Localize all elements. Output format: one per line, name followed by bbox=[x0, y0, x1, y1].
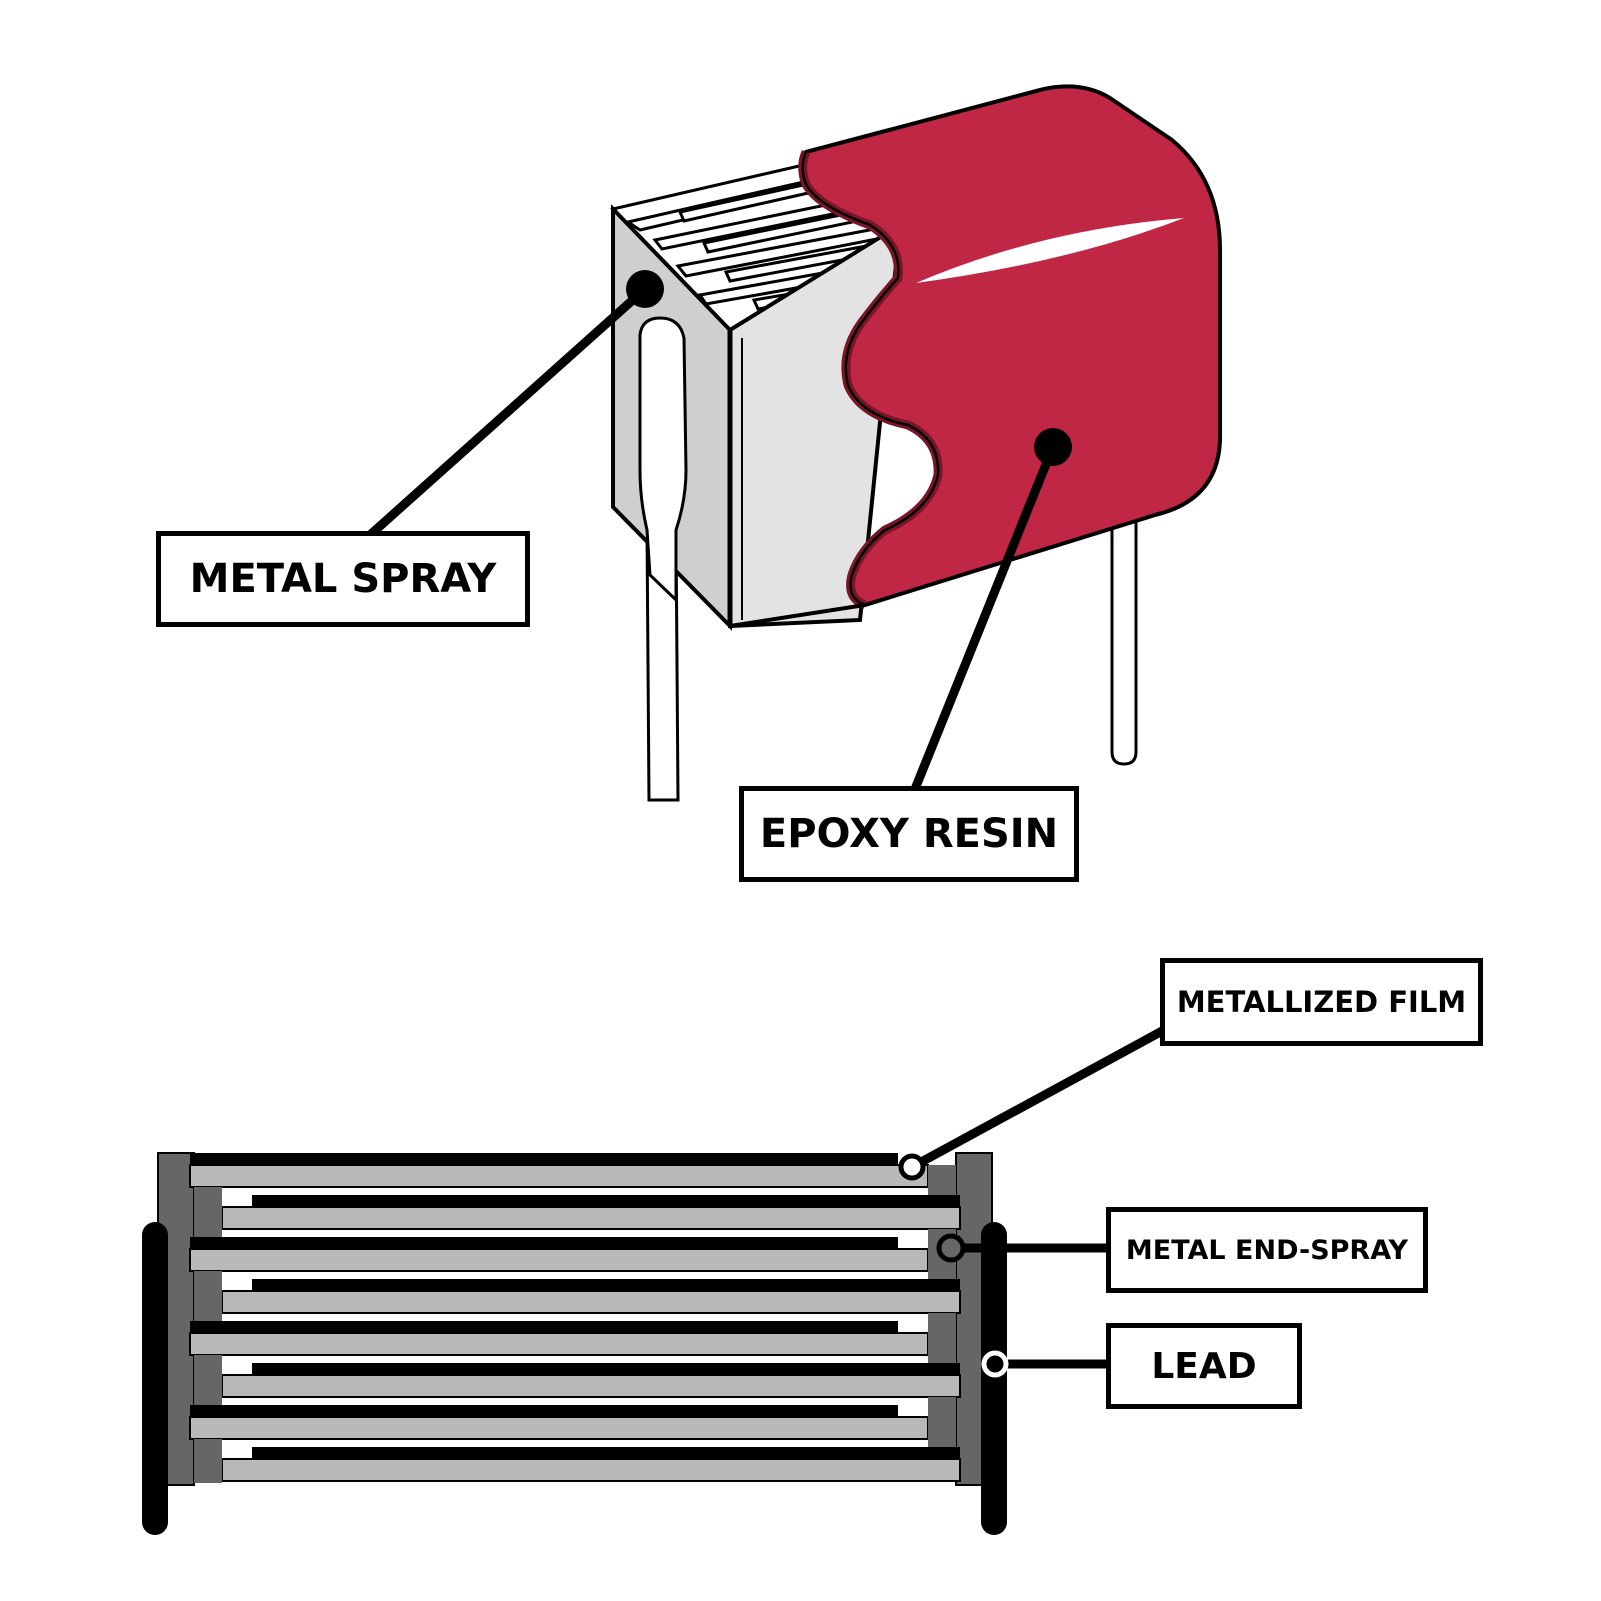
epoxy-cut-outline bbox=[801, 151, 940, 607]
epoxy-resin-label: EPOXY RESIN bbox=[739, 786, 1079, 882]
block-bottom-edge bbox=[729, 603, 866, 628]
metal-spray-label-text: METAL SPRAY bbox=[189, 556, 497, 602]
metal-spray-leader-dot bbox=[626, 270, 664, 308]
metal-spray-leader-line bbox=[366, 285, 649, 539]
right-lead bbox=[1110, 520, 1138, 766]
metal-end-spray-leader-dot bbox=[936, 1233, 966, 1263]
lead-label: LEAD bbox=[1106, 1323, 1302, 1409]
lead-label-text: LEAD bbox=[1151, 1345, 1257, 1387]
metal-end-spray-label: METAL END-SPRAY bbox=[1106, 1207, 1428, 1293]
metal-end-spray-label-text: METAL END-SPRAY bbox=[1125, 1234, 1409, 1266]
left-film-group bbox=[189, 1153, 929, 1440]
top-leaders bbox=[366, 270, 1072, 791]
right-film-group bbox=[221, 1195, 961, 1482]
bottom-leaders bbox=[898, 1026, 1167, 1378]
metal-spray-label: METAL SPRAY bbox=[156, 531, 530, 627]
spray-steps bbox=[194, 1165, 956, 1483]
cross-section bbox=[142, 1152, 1007, 1535]
left-lead-slot bbox=[638, 316, 688, 604]
lead-leader-dot bbox=[981, 1350, 1009, 1378]
epoxy-resin-leader-line bbox=[910, 445, 1058, 791]
metallized-film-label-text: METALLIZED FILM bbox=[1176, 985, 1467, 1019]
epoxy-resin-leader-dot bbox=[1034, 428, 1072, 466]
epoxy-highlight bbox=[916, 218, 1184, 283]
epoxy-resin-label-text: EPOXY RESIN bbox=[759, 811, 1059, 857]
metallized-film-leader-dot bbox=[898, 1153, 926, 1181]
metallized-film-label: METALLIZED FILM bbox=[1160, 958, 1483, 1046]
capacitor-3d-illustration bbox=[610, 84, 1222, 802]
metallized-film-leader-line bbox=[909, 1026, 1167, 1171]
